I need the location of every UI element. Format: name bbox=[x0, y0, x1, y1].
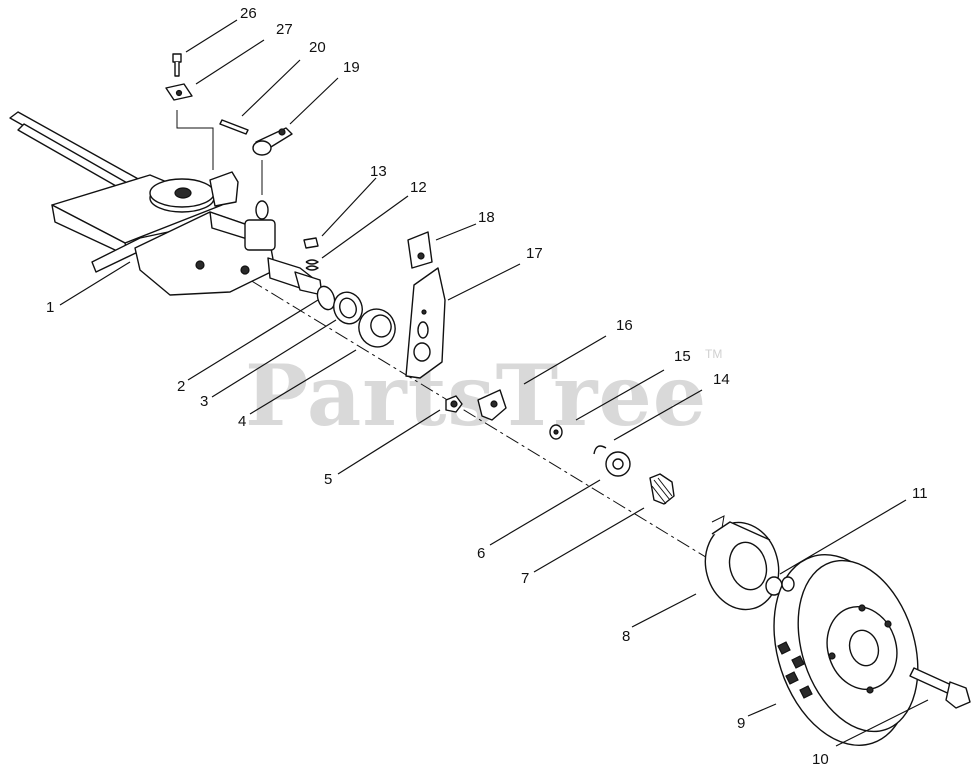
callout-13[interactable]: 13 bbox=[370, 163, 387, 180]
bushing-part-4[interactable] bbox=[354, 304, 401, 352]
callout-9[interactable]: 9 bbox=[737, 715, 745, 732]
pin-part-20[interactable] bbox=[219, 119, 249, 135]
lever-part-19[interactable] bbox=[252, 127, 293, 156]
retaining-ring-part-2[interactable] bbox=[314, 284, 337, 312]
callout-27[interactable]: 27 bbox=[276, 21, 293, 38]
callout-8[interactable]: 8 bbox=[622, 628, 630, 645]
callout-2[interactable]: 2 bbox=[177, 378, 185, 395]
retainer-clip-part-18[interactable] bbox=[407, 231, 433, 269]
spring-part-12[interactable] bbox=[305, 259, 319, 271]
bearing-part-11[interactable] bbox=[781, 576, 795, 592]
clip-part-27[interactable] bbox=[165, 83, 193, 101]
nut-part-5[interactable] bbox=[445, 395, 463, 413]
callout-5[interactable]: 5 bbox=[324, 471, 332, 488]
callout-18[interactable]: 18 bbox=[478, 209, 495, 226]
callout-20[interactable]: 20 bbox=[309, 39, 326, 56]
callout-12[interactable]: 12 bbox=[410, 179, 427, 196]
callout-16[interactable]: 16 bbox=[616, 317, 633, 334]
washer-part-3[interactable] bbox=[329, 288, 366, 328]
gear-hub-part-8[interactable] bbox=[696, 514, 788, 618]
bolt-part-26[interactable] bbox=[172, 53, 182, 77]
wheel-part-9[interactable] bbox=[751, 537, 939, 763]
axle-bolt-part-10[interactable] bbox=[909, 667, 971, 709]
callout-4[interactable]: 4 bbox=[238, 413, 246, 430]
e-ring-part-14[interactable] bbox=[593, 445, 607, 455]
bracket-part-16[interactable] bbox=[477, 389, 507, 421]
callout-26[interactable]: 26 bbox=[240, 5, 257, 22]
callout-15[interactable]: 15 bbox=[674, 348, 691, 365]
adjuster-plate-part-17[interactable] bbox=[405, 267, 446, 379]
watermark-trademark: TM bbox=[705, 347, 722, 361]
callout-10[interactable]: 10 bbox=[812, 751, 829, 768]
key-part-13[interactable] bbox=[303, 237, 319, 249]
washer-part-15[interactable] bbox=[549, 424, 563, 440]
leader-lines bbox=[59, 19, 929, 747]
spacer-part-6[interactable] bbox=[605, 451, 631, 477]
callout-17[interactable]: 17 bbox=[526, 245, 543, 262]
transmission-assembly[interactable] bbox=[9, 111, 323, 296]
bolt-guide-line bbox=[176, 110, 214, 170]
callout-3[interactable]: 3 bbox=[200, 393, 208, 410]
callout-labels: 26 27 20 19 13 12 18 17 1 2 3 4 16 15 14… bbox=[46, 5, 928, 768]
callout-7[interactable]: 7 bbox=[521, 570, 529, 587]
callout-1[interactable]: 1 bbox=[46, 299, 54, 316]
callout-11[interactable]: 11 bbox=[912, 485, 928, 502]
callout-6[interactable]: 6 bbox=[477, 545, 485, 562]
watermark-text: PartsTree bbox=[245, 346, 707, 445]
callout-14[interactable]: 14 bbox=[713, 371, 730, 388]
pinion-gear-part-7[interactable] bbox=[649, 473, 675, 505]
callout-19[interactable]: 19 bbox=[343, 59, 360, 76]
